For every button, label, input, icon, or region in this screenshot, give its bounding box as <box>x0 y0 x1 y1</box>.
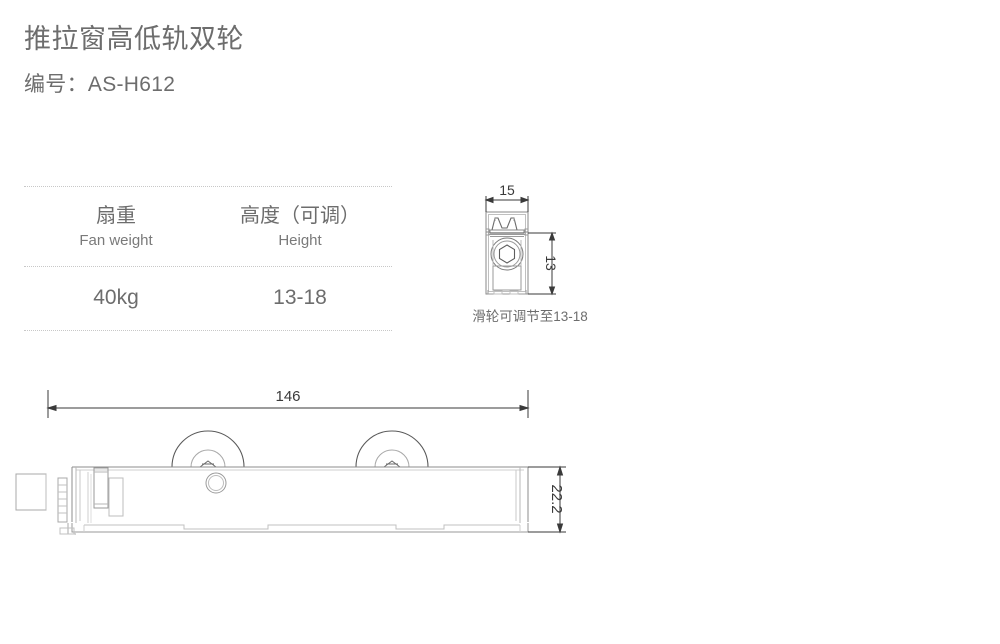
page-title: 推拉窗高低轨双轮 <box>24 24 244 54</box>
table-cell-fan-weight: 40kg <box>24 284 208 311</box>
header-label-en: Fan weight <box>79 232 153 249</box>
section-height-dimension: 13 <box>543 255 559 271</box>
header-label-cn: 高度（可调） <box>240 205 360 227</box>
cross-section-drawing: 15 13 <box>440 178 620 338</box>
table-divider-middle <box>24 266 392 267</box>
main-length-dimension: 146 <box>275 388 300 405</box>
product-header: 推拉窗高低轨双轮 编号：AS-H612 <box>24 22 624 98</box>
value-height: 13-18 <box>273 286 327 309</box>
section-width-dimension: 15 <box>499 182 515 198</box>
table-header-fan-weight: 扇重 Fan weight <box>24 203 208 252</box>
table-divider-top <box>24 186 392 187</box>
section-caption: 滑轮可调节至13-18 <box>472 309 588 324</box>
header-label-cn: 扇重 <box>96 205 136 227</box>
table-cell-height: 13-18 <box>208 284 392 311</box>
table-header-row: 扇重 Fan weight 高度（可调） Height <box>24 187 392 266</box>
header-label-en: Height <box>278 232 322 249</box>
value-fan-weight: 40kg <box>93 286 139 309</box>
specification-table: 扇重 Fan weight 高度（可调） Height 40kg 13-18 <box>24 186 392 331</box>
main-height-dimension: 22.2 <box>548 484 565 513</box>
table-divider-bottom <box>24 330 392 331</box>
main-side-view-drawing: 146 <box>15 382 620 552</box>
table-header-height: 高度（可调） Height <box>208 203 392 252</box>
table-row: 40kg 13-18 <box>24 267 392 330</box>
product-code: 编号：AS-H612 <box>24 73 176 96</box>
